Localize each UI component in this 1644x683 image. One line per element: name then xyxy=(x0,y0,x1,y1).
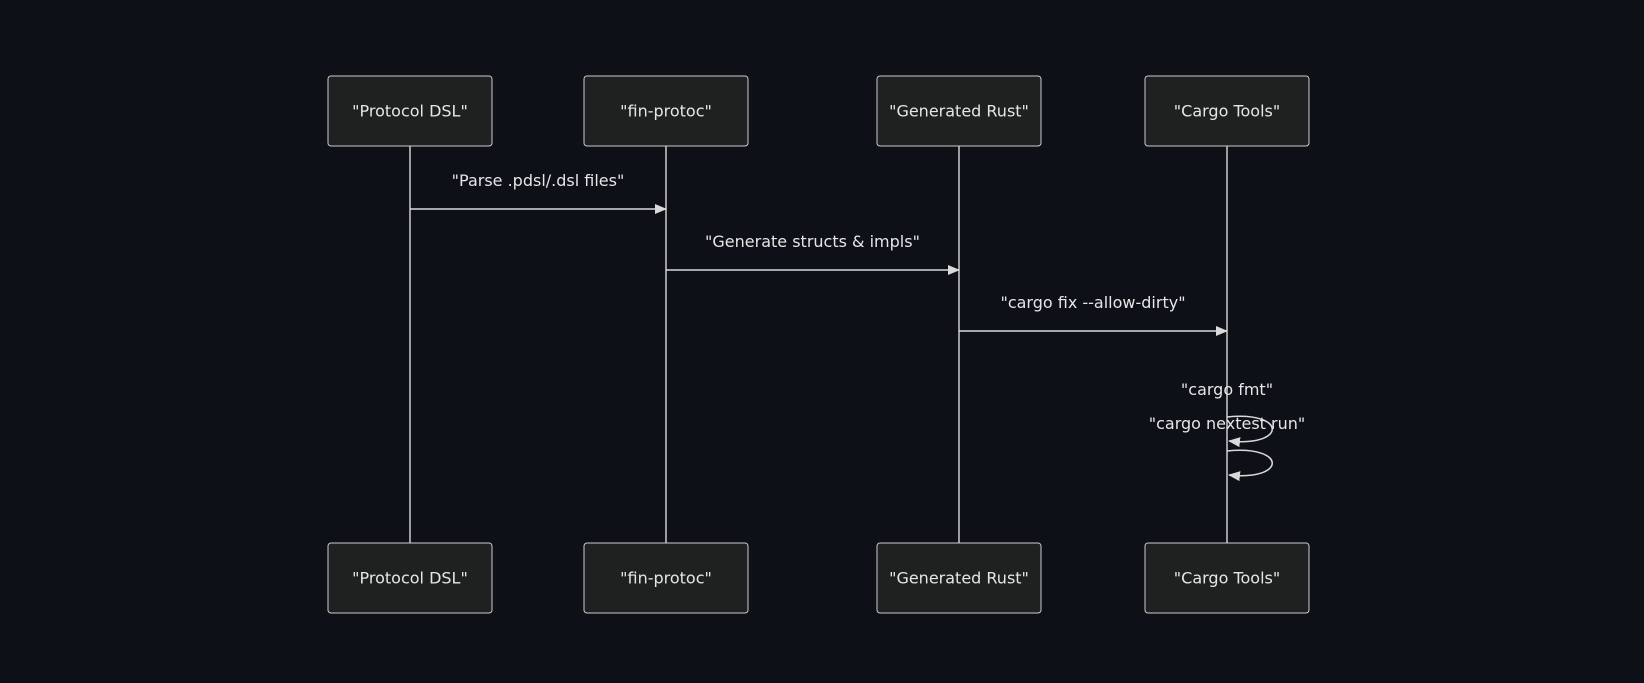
participant-label: "fin-protoc" xyxy=(620,569,712,588)
participant-top-dsl: "Protocol DSL" xyxy=(327,75,493,147)
participant-box xyxy=(583,75,749,147)
participant-box xyxy=(876,542,1042,614)
message-4: "cargo fmt" xyxy=(1181,380,1273,448)
participant-box xyxy=(327,75,493,147)
messages: "Parse .pdsl/.dsl files" "Generate struct… xyxy=(410,171,1306,482)
participant-label: "Cargo Tools" xyxy=(1174,102,1280,121)
message-label: "cargo fix --allow-dirty" xyxy=(1000,293,1185,312)
participant-bottom-rust: "Generated Rust" xyxy=(876,542,1042,614)
participant-label: "Generated Rust" xyxy=(889,569,1029,588)
participant-bottom-protoc: "fin-protoc" xyxy=(583,542,749,614)
participant-box xyxy=(327,542,493,614)
message-label: "cargo nextest run" xyxy=(1149,414,1306,433)
participant-label: "Protocol DSL" xyxy=(352,569,468,588)
message-label: "Generate structs & impls" xyxy=(705,232,920,251)
message-5: "cargo nextest run" xyxy=(1149,414,1306,482)
participant-bottom-dsl: "Protocol DSL" xyxy=(327,542,493,614)
self-message-arrow xyxy=(1226,415,1273,448)
participant-box xyxy=(583,542,749,614)
message-label: "Parse .pdsl/.dsl files" xyxy=(452,171,625,190)
participant-label: "Generated Rust" xyxy=(889,102,1029,121)
participant-box xyxy=(1144,75,1310,147)
participant-top-cargo: "Cargo Tools" xyxy=(1144,75,1310,147)
participant-label: "Protocol DSL" xyxy=(352,102,468,121)
participant-label: "fin-protoc" xyxy=(620,102,712,121)
participant-box xyxy=(1144,542,1310,614)
message-1: "Parse .pdsl/.dsl files" xyxy=(410,171,667,214)
message-label: "cargo fmt" xyxy=(1181,380,1273,399)
participant-top-protoc: "fin-protoc" xyxy=(583,75,749,147)
participant-label: "Cargo Tools" xyxy=(1174,569,1280,588)
participant-bottom-cargo: "Cargo Tools" xyxy=(1144,542,1310,614)
message-2: "Generate structs & impls" xyxy=(666,232,960,275)
lifelines xyxy=(409,146,1228,543)
message-3: "cargo fix --allow-dirty" xyxy=(959,293,1228,336)
participant-box xyxy=(876,75,1042,147)
participants: "Protocol DSL" "Protocol DSL" "fin-protoc"… xyxy=(327,75,1310,614)
participant-top-rust: "Generated Rust" xyxy=(876,75,1042,147)
self-message-arrow xyxy=(1226,449,1273,482)
